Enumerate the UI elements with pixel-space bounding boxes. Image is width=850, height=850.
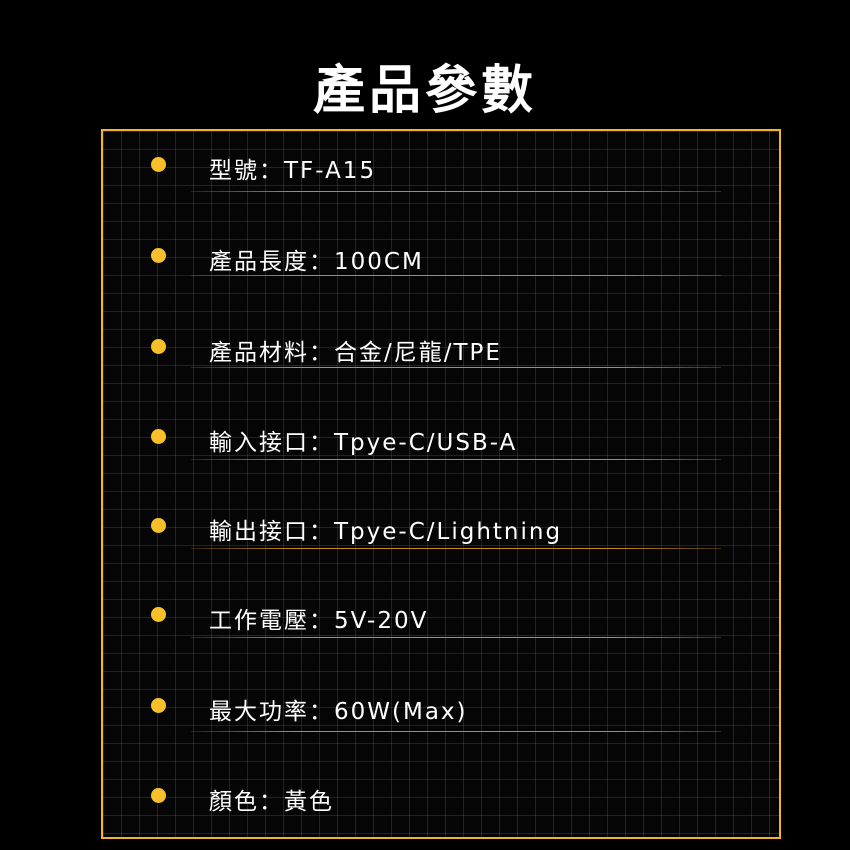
bullet-icon [151, 698, 166, 713]
spec-row-length: 產品長度：100CM [103, 236, 779, 276]
bullet-icon [151, 157, 166, 172]
divider [191, 459, 721, 460]
spec-row-color: 顏色：黃色 [103, 776, 779, 816]
spec-row-material: 產品材料：合金/尼龍/TPE [103, 327, 779, 367]
spec-label: 最大功率：60W(Max) [209, 699, 468, 725]
spec-label: 產品材料：合金/尼龍/TPE [209, 340, 502, 366]
spec-label: 工作電壓：5V-20V [209, 608, 429, 634]
spec-label: 型號：TF-A15 [209, 158, 377, 184]
spec-row-output: 輸出接口：Tpye-C/Lightning [103, 506, 779, 546]
bullet-icon [151, 429, 166, 444]
divider [191, 731, 721, 732]
divider [191, 637, 721, 638]
divider [191, 191, 721, 192]
bullet-icon [151, 607, 166, 622]
spec-panel: 型號：TF-A15 產品長度：100CM 產品材料：合金/尼龍/TPE 輸入接口… [101, 129, 781, 839]
bullet-icon [151, 788, 166, 803]
spec-row-power: 最大功率：60W(Max) [103, 686, 779, 726]
spec-label: 顏色：黃色 [209, 789, 334, 815]
bullet-icon [151, 339, 166, 354]
spec-row-voltage: 工作電壓：5V-20V [103, 595, 779, 635]
spec-row-input: 輸入接口：Tpye-C/USB-A [103, 417, 779, 457]
divider [191, 275, 721, 276]
page-title: 產品參數 [312, 61, 537, 121]
spec-label: 產品長度：100CM [209, 249, 424, 275]
bullet-icon [151, 518, 166, 533]
divider [191, 367, 721, 368]
spec-label: 輸出接口：Tpye-C/Lightning [209, 519, 563, 545]
divider [191, 548, 721, 549]
spec-row-model: 型號：TF-A15 [103, 145, 779, 185]
bullet-icon [151, 248, 166, 263]
spec-label: 輸入接口：Tpye-C/USB-A [209, 430, 518, 456]
